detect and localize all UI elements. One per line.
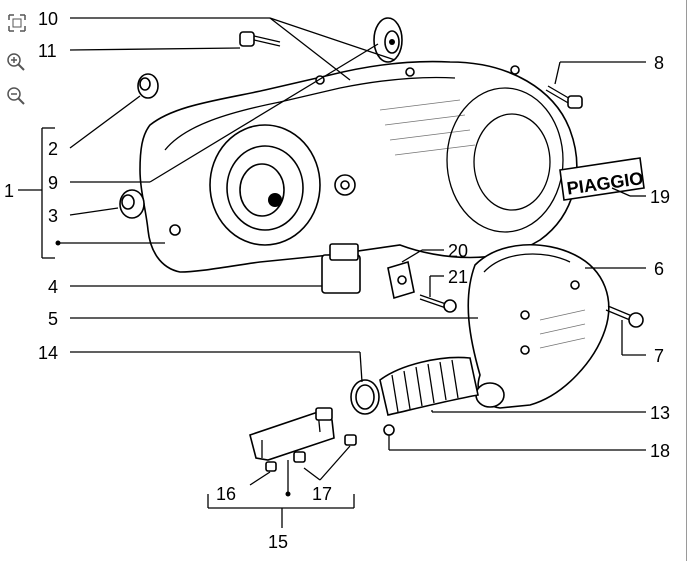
clip-16[interactable] [265,461,277,472]
bushing-2[interactable] [137,73,159,99]
zoom-in-icon[interactable] [4,50,30,76]
callout-7[interactable]: 7 [654,346,664,366]
callout-17[interactable]: 17 [312,484,332,504]
intake-tube[interactable] [249,407,335,461]
callout-6[interactable]: 6 [654,259,664,279]
callout-14[interactable]: 14 [38,343,58,363]
screw-7[interactable] [605,305,644,328]
callout-19[interactable]: 19 [650,187,670,207]
screw-21[interactable] [419,294,457,313]
callout-2[interactable]: 2 [48,139,58,159]
hose-clamp[interactable] [350,379,380,415]
clip-20[interactable] [387,260,415,300]
screw-11[interactable] [239,31,281,47]
viewer-toolbar [2,4,32,114]
callout-4[interactable]: 4 [48,277,58,297]
callout-8[interactable]: 8 [654,53,664,73]
callout-labels: 10 11 2 9 3 1 4 5 14 8 19 6 7 13 18 20 2… [4,9,670,552]
callout-9[interactable]: 9 [48,173,58,193]
transmission-cover[interactable] [139,60,578,273]
callout-11[interactable]: 11 [38,41,57,61]
callout-3[interactable]: 3 [48,206,58,226]
leader-lines [18,17,646,528]
callout-20[interactable]: 20 [448,241,468,261]
callout-16[interactable]: 16 [216,484,236,504]
callout-21[interactable]: 21 [448,267,468,287]
callout-10[interactable]: 10 [38,9,58,29]
fit-to-window-icon[interactable] [4,10,30,36]
bearing[interactable] [373,17,403,63]
callout-15[interactable]: 15 [268,532,288,552]
clip-17a[interactable] [293,451,306,463]
bellows-hose[interactable] [379,356,479,416]
rubber-pad[interactable] [321,243,361,294]
screw-18[interactable] [383,424,395,445]
air-duct-cover[interactable] [467,243,610,409]
callout-5[interactable]: 5 [48,309,58,329]
piaggio-emblem[interactable]: PIAGGIO [559,157,645,201]
callout-1[interactable]: 1 [4,181,14,201]
bushing-3[interactable] [119,189,145,219]
screw-8[interactable] [545,85,583,109]
callout-18[interactable]: 18 [650,441,670,461]
clip-17b[interactable] [344,434,357,446]
callout-13[interactable]: 13 [650,403,670,423]
zoom-out-icon[interactable] [4,84,30,110]
